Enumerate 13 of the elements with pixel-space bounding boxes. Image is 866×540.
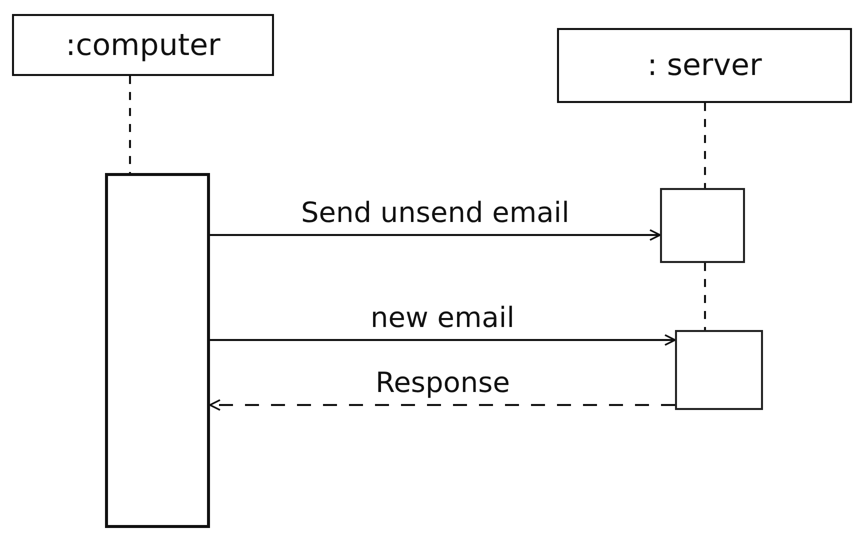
lifeline [704,263,706,330]
lifeline [704,103,706,188]
message-arrow [210,334,676,346]
activation-box [660,188,745,263]
lifeline [129,76,131,173]
activation-bar [105,173,210,528]
lifeline-header [557,28,852,103]
lifeline-header [12,14,274,76]
object-name: : server [647,48,762,83]
activation-box [675,330,763,410]
object-name: :computer [66,28,220,62]
return-arrow [209,399,675,411]
message-arrow [210,229,661,241]
